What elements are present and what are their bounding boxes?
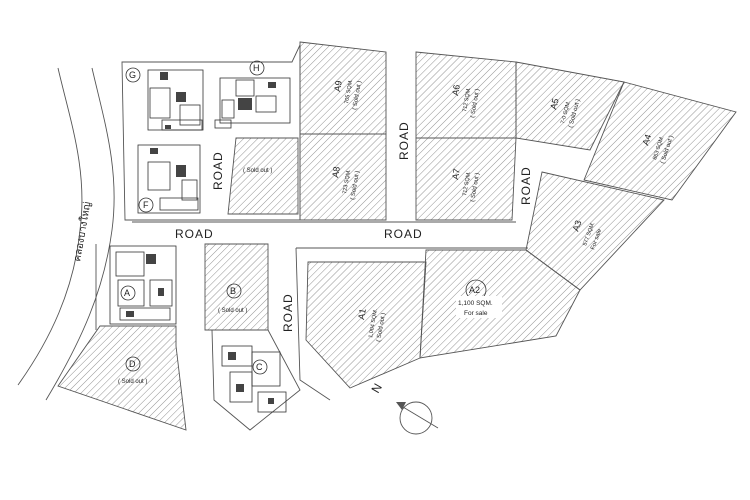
plot-a8[interactable] xyxy=(299,133,387,221)
plot-a-house-badge xyxy=(120,285,136,301)
plot-f-code: F xyxy=(143,200,149,210)
plot-a-house-code: A xyxy=(124,288,130,298)
plot-b-code: B xyxy=(230,286,236,296)
north-label: N xyxy=(368,381,384,396)
road-label-upper-left: ROAD xyxy=(211,151,225,190)
plot-a1[interactable] xyxy=(305,261,427,389)
plot-c-code: C xyxy=(256,362,263,372)
plot-a2-text-bg xyxy=(456,296,502,318)
north-arrow: N xyxy=(368,381,439,435)
plot-a2-area: 1,100 SQM. xyxy=(458,300,493,307)
road-label-left: ROAD xyxy=(175,227,214,241)
plot-d[interactable] xyxy=(57,325,187,431)
plot-a8-status: ( Sold out ) xyxy=(350,170,361,200)
house-f: F xyxy=(137,144,201,214)
plot-a1-code: A1 xyxy=(356,308,368,321)
block-upper-left: G H F ( Sold out ) ROAD xyxy=(121,44,301,221)
plot-h-badge xyxy=(249,60,265,76)
road-label-right: ROAD xyxy=(519,166,533,205)
house-c: C xyxy=(211,329,301,431)
plot-a1-area: 1,004 SQM. xyxy=(368,308,379,338)
plot-h-code: H xyxy=(253,63,260,73)
plot-d-badge xyxy=(125,356,141,372)
plot-a1-status: ( Sold out ) xyxy=(376,312,387,342)
plot-a2-status: For sale xyxy=(464,310,488,317)
road-label-vertical-center: ROAD xyxy=(397,121,411,160)
plot-a7-area: 712 SQM. xyxy=(462,170,472,196)
plot-b-status: ( Sold out ) xyxy=(218,308,247,314)
plot-e-status: ( Sold out ) xyxy=(243,168,272,174)
house-a: A xyxy=(109,245,177,325)
plot-d-status: ( Sold out ) xyxy=(118,379,147,385)
plot-b[interactable] xyxy=(204,243,269,331)
plot-a9-code: A9 xyxy=(332,80,344,93)
plot-a4[interactable] xyxy=(583,81,737,201)
plot-a7-status: ( Sold out ) xyxy=(470,172,481,202)
plot-a9-area: 705 SQM. xyxy=(344,78,354,104)
plot-c-badge xyxy=(252,359,268,375)
plot-e[interactable] xyxy=(227,137,299,215)
plot-f-badge xyxy=(138,197,154,213)
plot-d-code: D xyxy=(129,359,136,369)
plot-a3-code: A3 xyxy=(570,219,583,233)
house-g: G xyxy=(125,67,204,131)
plot-a4-code: A4 xyxy=(640,133,653,147)
plot-a9[interactable] xyxy=(299,41,387,135)
plot-a8-area: 723 SQM. xyxy=(342,168,352,194)
plot-a8-code: A8 xyxy=(330,166,342,179)
plot-a9-status: ( Sold out ) xyxy=(352,80,363,110)
plot-a6-code: A6 xyxy=(450,84,462,97)
plot-a5-code: A5 xyxy=(548,97,561,110)
plot-a5[interactable] xyxy=(515,61,625,151)
canal-label: คลองบางใหญ่ xyxy=(71,201,93,263)
plot-a6-area: 712 SQM. xyxy=(462,86,472,112)
plot-g-badge xyxy=(125,67,141,83)
road-label-center: ROAD xyxy=(384,227,423,241)
house-h: H xyxy=(214,60,291,129)
plot-b-badge xyxy=(226,283,242,299)
plot-a7-code: A7 xyxy=(450,168,462,181)
road-edge-mid xyxy=(295,247,331,401)
plot-g-code: G xyxy=(129,70,136,80)
plot-a6-status: ( Sold out ) xyxy=(470,88,481,118)
road-label-lower: ROAD xyxy=(281,293,295,332)
plot-a2-code: A2 xyxy=(469,285,480,295)
plot-a7[interactable] xyxy=(415,137,517,221)
